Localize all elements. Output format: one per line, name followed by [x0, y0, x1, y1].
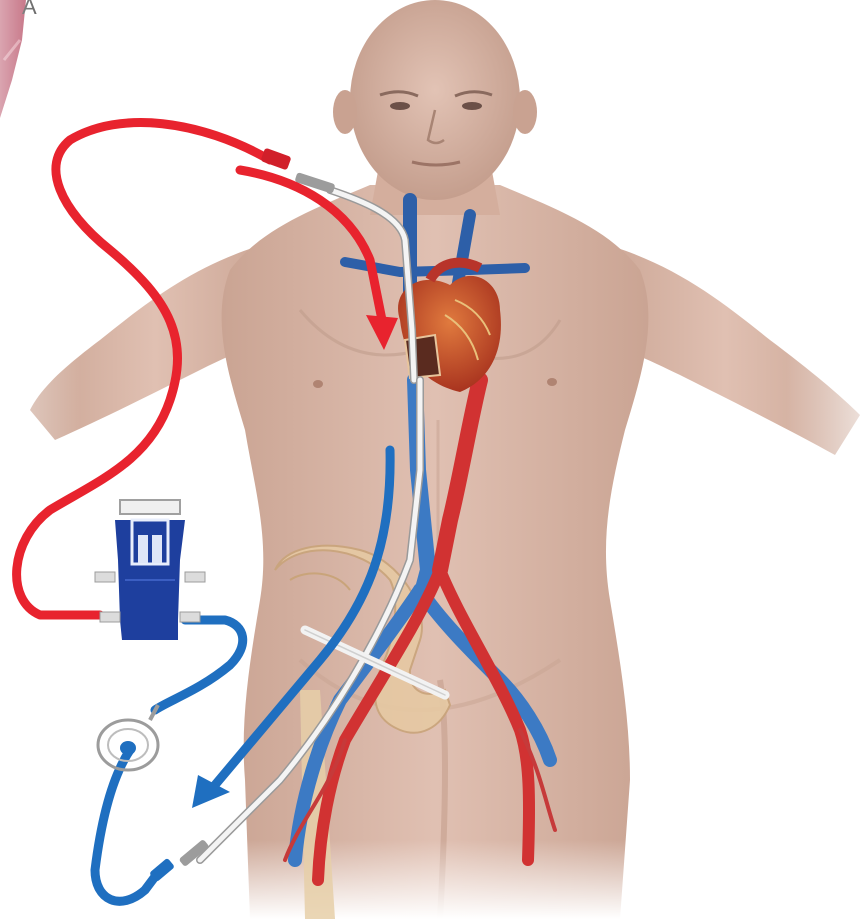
ecmo-pump	[95, 500, 205, 640]
flow-sensor	[98, 705, 158, 770]
human-body	[30, 0, 860, 919]
head	[350, 0, 520, 200]
